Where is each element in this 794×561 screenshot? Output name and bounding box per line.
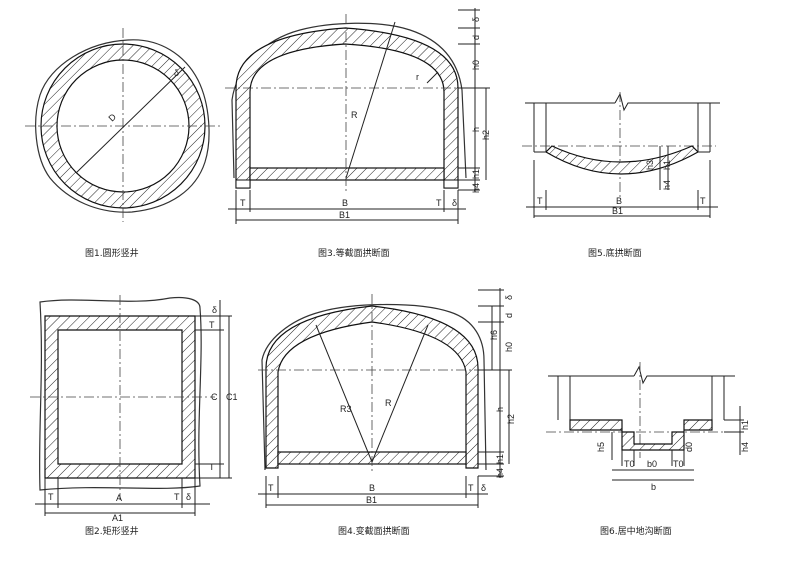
fig5-h1-label: h1 — [662, 160, 672, 170]
fig6-b0-label: b0 — [647, 459, 657, 469]
fig2-a-label: A — [116, 493, 122, 503]
fig4-h6-label: h6 — [489, 330, 499, 340]
fig4-h2-label: h2 — [506, 414, 516, 424]
fig3-constant-arch-section: R r δ d h0 h h2 h1 h4 T B T δ B1 图3.等截面拱… — [225, 8, 491, 259]
fig6-t0-left: T0 — [624, 459, 635, 469]
fig5-t-right: T — [700, 196, 706, 206]
fig2-rectangular-shaft: T δ C C1 T T A T δ A1 图2.矩形竖井 — [30, 295, 238, 537]
fig6-caption: 图6.居中地沟断面 — [600, 525, 672, 537]
fig6-trench-lining — [569, 419, 713, 451]
fig3-h-label: h — [471, 127, 481, 132]
fig6-t0-right: T0 — [673, 459, 684, 469]
fig6-h1-label: h1 — [740, 420, 750, 430]
fig1-delta-label: δ — [174, 68, 179, 78]
fig4-rock-boundary — [261, 303, 487, 471]
fig6-h5-label: h5 — [596, 442, 606, 452]
fig3-b-label: B — [342, 198, 348, 208]
fig4-b1-label: B1 — [366, 495, 377, 505]
fig6-d0-label: d0 — [684, 442, 694, 452]
fig3-small-r-label: r — [416, 72, 419, 82]
fig4-delta-top: δ — [504, 295, 514, 300]
fig3-d-label: d — [471, 35, 481, 40]
fig3-caption: 图3.等截面拱断面 — [318, 247, 390, 259]
fig1-circular-shaft: D δ 图1.圆形竖井 — [25, 28, 222, 259]
fig3-r-label: R — [351, 110, 358, 120]
fig3-delta-bottom: δ — [452, 198, 457, 208]
fig4-h0-label: h0 — [504, 342, 514, 352]
fig5-b1-label: B1 — [612, 206, 623, 216]
fig4-r-label: R — [385, 398, 392, 408]
fig1-diameter-label: D — [106, 111, 118, 123]
fig3-h2-label: h2 — [481, 130, 491, 140]
fig4-variable-arch-section: R3 R δ d h6 h0 h h2 h1 h4 T B T δ B1 图4.… — [258, 288, 516, 537]
fig5-caption: 图5.底拱断面 — [588, 247, 642, 259]
fig5-t-left: T — [537, 196, 543, 206]
fig2-delta-right: δ — [212, 305, 217, 315]
fig4-h1-label: h1 — [495, 454, 505, 464]
fig6-h4-label: h4 — [740, 442, 750, 452]
fig5-h4-label: h4 — [662, 180, 672, 190]
fig5-invert-lining — [545, 145, 699, 175]
fig4-h4-label: h4 — [495, 468, 505, 478]
fig6-b-label: b — [651, 482, 656, 492]
fig3-h0-label: h0 — [471, 60, 481, 70]
fig3-t-left: T — [240, 198, 246, 208]
fig4-d-label: d — [504, 313, 514, 318]
fig2-delta-bottom: δ — [186, 492, 191, 502]
fig4-h-label: h — [495, 407, 505, 412]
fig3-h4-label: h4 — [471, 183, 481, 193]
fig5-invert-arch-section: h3 h1 h4 T B T B1 图5.底拱断面 — [522, 92, 720, 259]
fig4-delta-bottom: δ — [481, 483, 486, 493]
fig4-caption: 图4.变截面拱断面 — [338, 525, 410, 537]
fig2-a1-label: A1 — [112, 513, 123, 523]
fig2-t-bottom-right: T — [174, 492, 180, 502]
fig5-b-label: B — [616, 196, 622, 206]
fig3-delta-top: δ — [471, 17, 481, 22]
fig3-h1-label: h1 — [471, 169, 481, 179]
fig2-rock-boundary — [38, 296, 202, 491]
fig4-r3-label: R3 — [340, 404, 352, 414]
fig5-h3-label: h3 — [645, 160, 655, 170]
fig4-t-right: T — [468, 483, 474, 493]
fig1-rock-boundary — [35, 39, 210, 213]
fig2-c-label: C — [211, 392, 218, 402]
fig2-t-bottom-left: T — [48, 492, 54, 502]
fig2-c1-label: C1 — [226, 392, 238, 402]
fig6-central-trench-section: h5 T0 b0 T0 b d0 h1 h4 图6.居中地沟断面 — [546, 362, 750, 537]
fig2-t-right-bottom: T — [209, 462, 215, 472]
fig3-b1-label: B1 — [339, 210, 350, 220]
fig4-lining — [265, 305, 479, 469]
fig2-caption: 图2.矩形竖井 — [85, 525, 139, 537]
fig4-b-label: B — [369, 483, 375, 493]
fig2-t-right-top: T — [209, 320, 215, 330]
fig3-lining — [235, 27, 459, 189]
fig1-caption: 图1.圆形竖井 — [85, 247, 139, 259]
fig3-t-right: T — [436, 198, 442, 208]
fig4-t-left: T — [268, 483, 274, 493]
